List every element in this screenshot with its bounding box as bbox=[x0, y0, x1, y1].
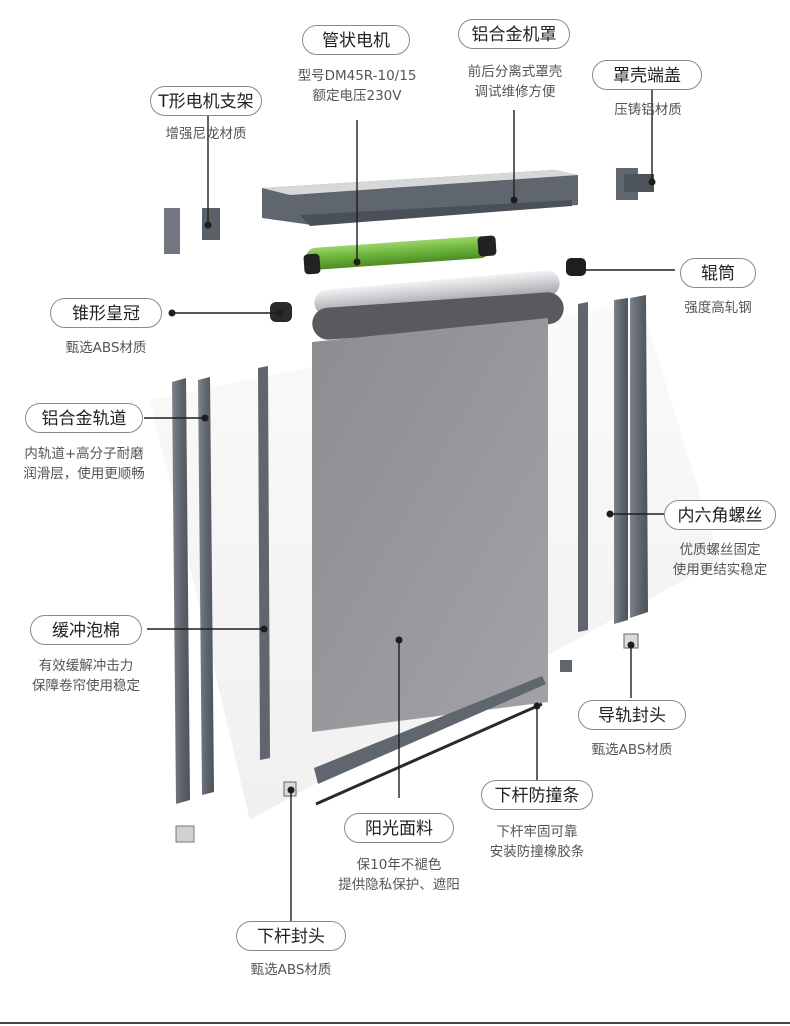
bottom-strip-label: 下杆防撞条 bbox=[481, 780, 593, 810]
end-cap-label: 罩壳端盖 bbox=[592, 60, 702, 90]
foam-desc-line1: 有效缓解冲击力 bbox=[38, 658, 134, 674]
fabric-shape bbox=[312, 292, 564, 732]
motor-desc-line2: 额定电压230V bbox=[312, 88, 402, 104]
t-bracket-desc: 增强尼龙材质 bbox=[146, 124, 266, 144]
rail-cap-label: 导轨封头 bbox=[578, 700, 686, 730]
bottom-strip-desc-line1: 下杆牢固可靠 bbox=[496, 824, 578, 840]
bottom-bar-shape bbox=[314, 676, 546, 806]
fabric-desc-line1: 保10年不褪色 bbox=[356, 857, 442, 873]
bar-cap-label: 下杆封头 bbox=[236, 921, 346, 951]
housing-desc-line2: 调试维修方便 bbox=[474, 84, 556, 100]
t-bracket-shape bbox=[164, 208, 220, 254]
foam-label: 缓冲泡棉 bbox=[30, 615, 142, 645]
t-bracket-desc-line1: 增强尼龙材质 bbox=[165, 126, 247, 142]
cone-crown-desc-line1: 甄选ABS材质 bbox=[65, 340, 147, 356]
callout-dots bbox=[168, 178, 656, 794]
rail-cap-desc-line1: 甄选ABS材质 bbox=[591, 742, 673, 758]
bottom-divider bbox=[0, 1022, 790, 1024]
bottom-strip-desc: 下杆牢固可靠 安装防撞橡胶条 bbox=[470, 822, 604, 862]
roller-desc: 强度高轧钢 bbox=[670, 298, 766, 318]
callout-lines bbox=[144, 90, 675, 925]
bottom-strip-desc-line2: 安装防撞橡胶条 bbox=[489, 844, 585, 860]
small-cap-right bbox=[560, 660, 572, 672]
rail-desc-line2: 润滑层，使用更顺畅 bbox=[23, 466, 145, 482]
small-cap-left bbox=[175, 825, 195, 843]
hex-screw-desc-line2: 使用更结实稳定 bbox=[672, 562, 768, 578]
t-bracket-label: T形电机支架 bbox=[150, 86, 262, 116]
cone-crown-label: 锥形皇冠 bbox=[50, 298, 162, 328]
foam-desc: 有效缓解冲击力 保障卷帘使用稳定 bbox=[16, 656, 156, 696]
housing-shape bbox=[262, 170, 578, 226]
rail-label: 铝合金轨道 bbox=[25, 403, 143, 433]
fabric-desc: 保10年不褪色 提供隐私保护、遮阳 bbox=[320, 855, 478, 895]
roller-desc-line1: 强度高轧钢 bbox=[684, 300, 752, 316]
roller-label: 辊筒 bbox=[680, 258, 756, 288]
bar-cap-desc-line1: 甄选ABS材质 bbox=[250, 962, 332, 978]
hex-screw-desc-line1: 优质螺丝固定 bbox=[679, 542, 761, 558]
motor-shape bbox=[303, 235, 497, 275]
foam-desc-line2: 保障卷帘使用稳定 bbox=[32, 678, 140, 694]
hex-screw-desc: 优质螺丝固定 使用更结实稳定 bbox=[656, 540, 784, 580]
hex-screw-label: 内六角螺丝 bbox=[664, 500, 776, 530]
end-cap-desc-line1: 压铸铝材质 bbox=[614, 102, 682, 118]
rail-cap-desc: 甄选ABS材质 bbox=[578, 740, 686, 760]
right-rails-shape bbox=[578, 295, 648, 632]
fabric-desc-line2: 提供隐私保护、遮阳 bbox=[338, 877, 460, 893]
rail-desc: 内轨道+高分子耐磨 润滑层，使用更顺畅 bbox=[0, 444, 168, 484]
end-cap-desc: 压铸铝材质 bbox=[596, 100, 700, 120]
fabric-label: 阳光面料 bbox=[344, 813, 454, 843]
motor-label: 管状电机 bbox=[302, 25, 410, 55]
rail-desc-line1: 内轨道+高分子耐磨 bbox=[24, 446, 144, 462]
bar-cap-desc: 甄选ABS材质 bbox=[232, 960, 350, 980]
motor-desc-line1: 型号DM45R-10/15 bbox=[297, 68, 417, 84]
housing-desc-line1: 前后分离式罩壳 bbox=[467, 64, 563, 80]
end-cap-shape bbox=[616, 168, 654, 200]
motor-desc: 型号DM45R-10/15 额定电压230V bbox=[290, 66, 424, 106]
left-rails-shape bbox=[172, 366, 270, 804]
housing-desc: 前后分离式罩壳 调试维修方便 bbox=[452, 62, 578, 102]
cone-crown-desc: 甄选ABS材质 bbox=[46, 338, 166, 358]
housing-label: 铝合金机罩 bbox=[458, 19, 570, 49]
